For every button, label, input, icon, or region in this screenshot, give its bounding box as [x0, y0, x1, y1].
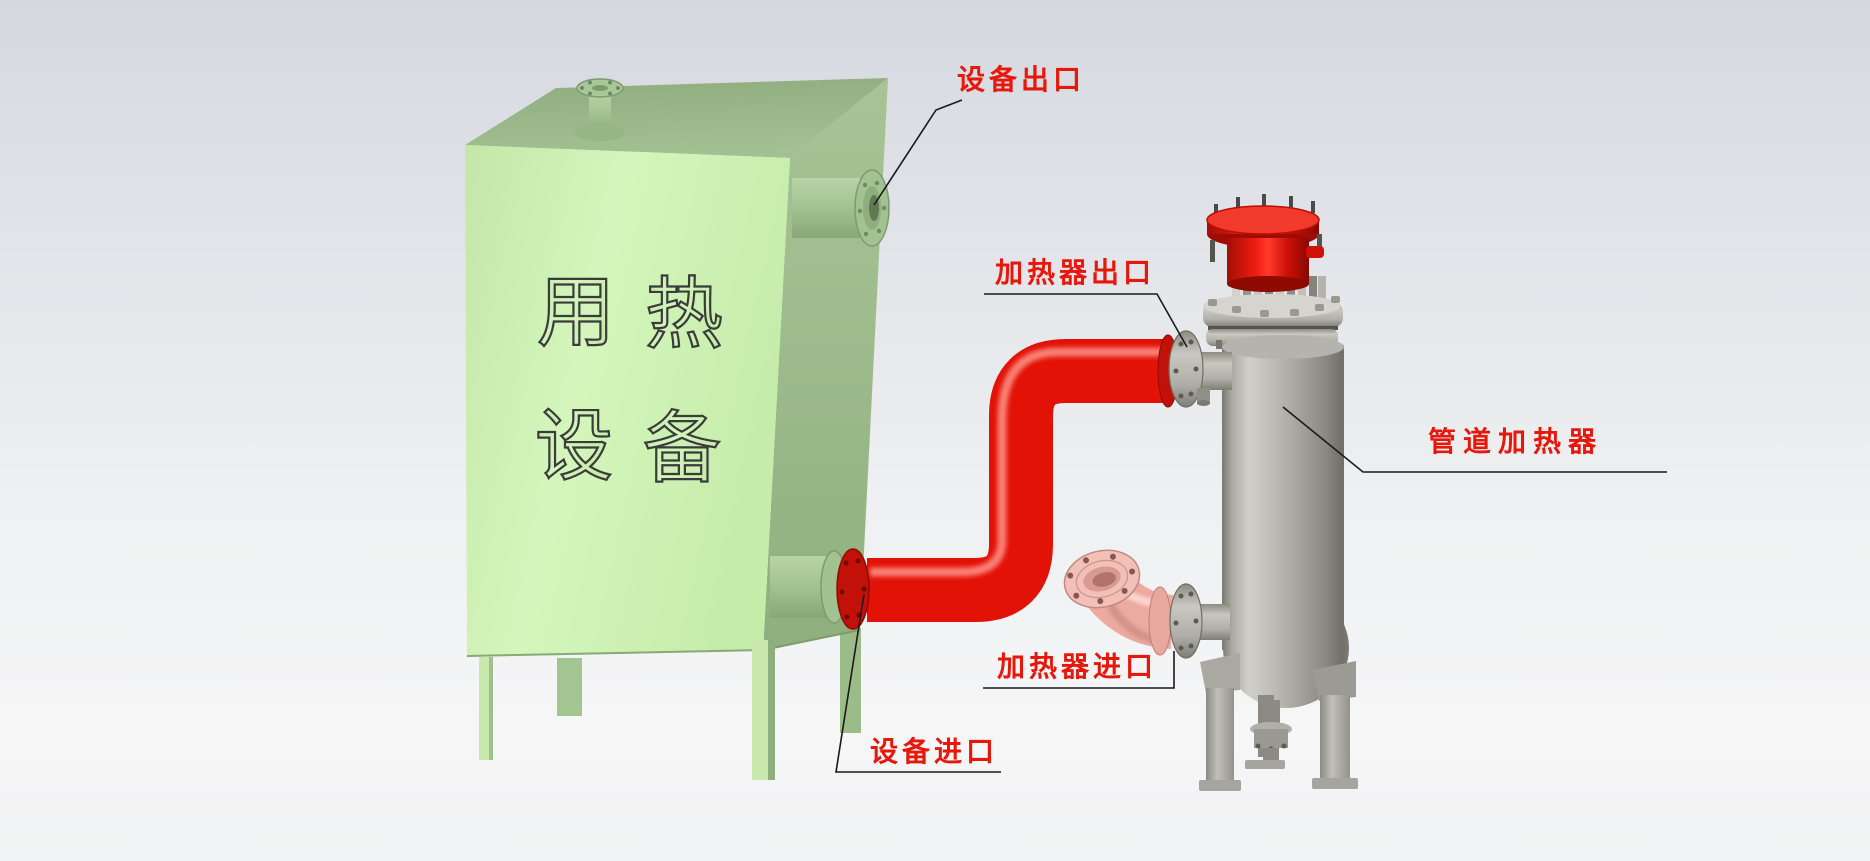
heater-body-top — [1222, 335, 1344, 359]
label-pipeline-heater: 管道加热器 — [1428, 426, 1604, 457]
face-char-4: 备 — [643, 404, 721, 492]
equipment-inlet-nozzle — [770, 550, 848, 624]
red-hot-water-pipe — [836, 334, 1179, 630]
leader-equipment-inlet — [835, 593, 1001, 773]
label-heater-inlet: 加热器进口 — [997, 651, 1158, 682]
face-char-3: 设 — [535, 402, 613, 490]
pink-inlet-pipe — [1063, 549, 1175, 656]
flange-bolt-nubs — [1208, 296, 1340, 317]
box-leg-rear-left — [557, 658, 582, 716]
heater-leg-right — [1312, 661, 1358, 789]
leader-pipeline-heater — [1282, 406, 1667, 473]
label-heater-outlet: 加热器出口 — [995, 257, 1156, 288]
box-leg-front-right — [752, 640, 775, 780]
pink-pipe-end-flange — [1148, 586, 1172, 656]
box-bottom-edge — [466, 649, 764, 657]
nozzle-drain-stub — [1197, 388, 1210, 403]
heater-leg-left — [1199, 653, 1241, 791]
box-face-caption: 用 热 设 备 — [534, 267, 724, 493]
outlet-flange-bolt-holes — [857, 180, 887, 237]
box-top-nozzle — [575, 78, 625, 141]
annotation-leaders — [835, 99, 1667, 773]
leader-heater-inlet — [983, 651, 1175, 689]
cap-side-stub — [1306, 246, 1324, 258]
heater-body — [1222, 345, 1344, 650]
heat-consuming-equipment-box: 用 热 设 备 — [465, 78, 890, 780]
pipeline-heater — [1168, 194, 1358, 791]
label-equipment-inlet: 设备进口 — [870, 736, 999, 767]
equipment-outlet-nozzle — [792, 169, 890, 247]
label-equipment-outlet: 设备出口 — [957, 64, 1086, 95]
heater-top-flange — [1203, 294, 1343, 355]
red-pipe-flange-left — [836, 548, 870, 630]
red-pipe-body — [867, 339, 1172, 622]
heater-terminal-cap — [1206, 194, 1324, 292]
box-side-bottom-edge — [762, 629, 861, 651]
face-char-1: 用 — [537, 268, 615, 356]
heater-drain-assembly — [1245, 700, 1292, 769]
box-leg-front-left — [479, 657, 493, 760]
heater-outlet-nozzle — [1168, 330, 1232, 408]
pink-flange-bolt-holes — [1067, 553, 1136, 605]
face-char-2: 热 — [645, 270, 723, 358]
box-front-face — [465, 145, 790, 657]
heater-inlet-nozzle — [1169, 583, 1230, 659]
cap-top-studs — [1214, 194, 1315, 216]
box-top-face — [465, 78, 888, 158]
leader-heater-outlet — [984, 293, 1188, 348]
top-nozzle-bolt-holes — [580, 80, 620, 96]
pink-pipe-open-flange — [1063, 549, 1141, 609]
leader-equipment-outlet — [873, 99, 963, 206]
red-pipe-highlight — [870, 347, 1166, 577]
